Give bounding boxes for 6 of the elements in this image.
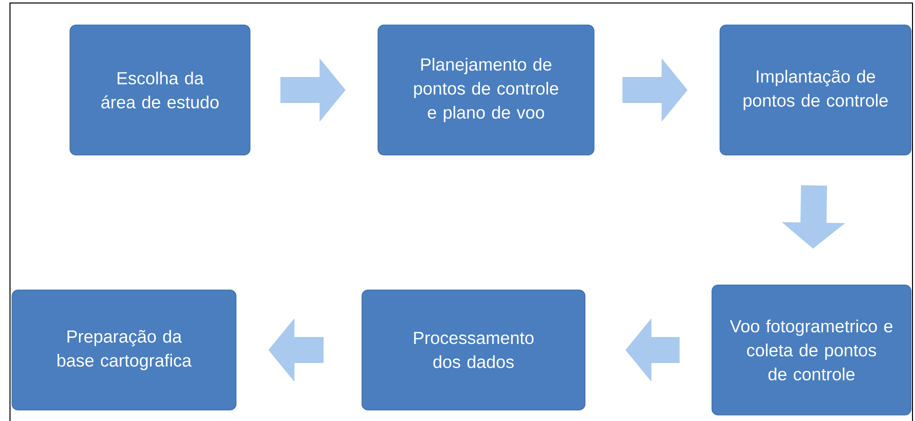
process-box: Voo fotogrametrico e coleta de pontos de controle bbox=[712, 284, 912, 416]
process-box: Implantação de pontos de controle bbox=[720, 24, 912, 156]
process-box: Planejamento de pontos de controle e plano de voo bbox=[378, 24, 594, 156]
process-box: Preparação da base cartografica bbox=[12, 290, 236, 410]
process-box: Processamento dos dados bbox=[362, 290, 586, 410]
process-box: Escolha da área de estudo bbox=[70, 24, 250, 156]
